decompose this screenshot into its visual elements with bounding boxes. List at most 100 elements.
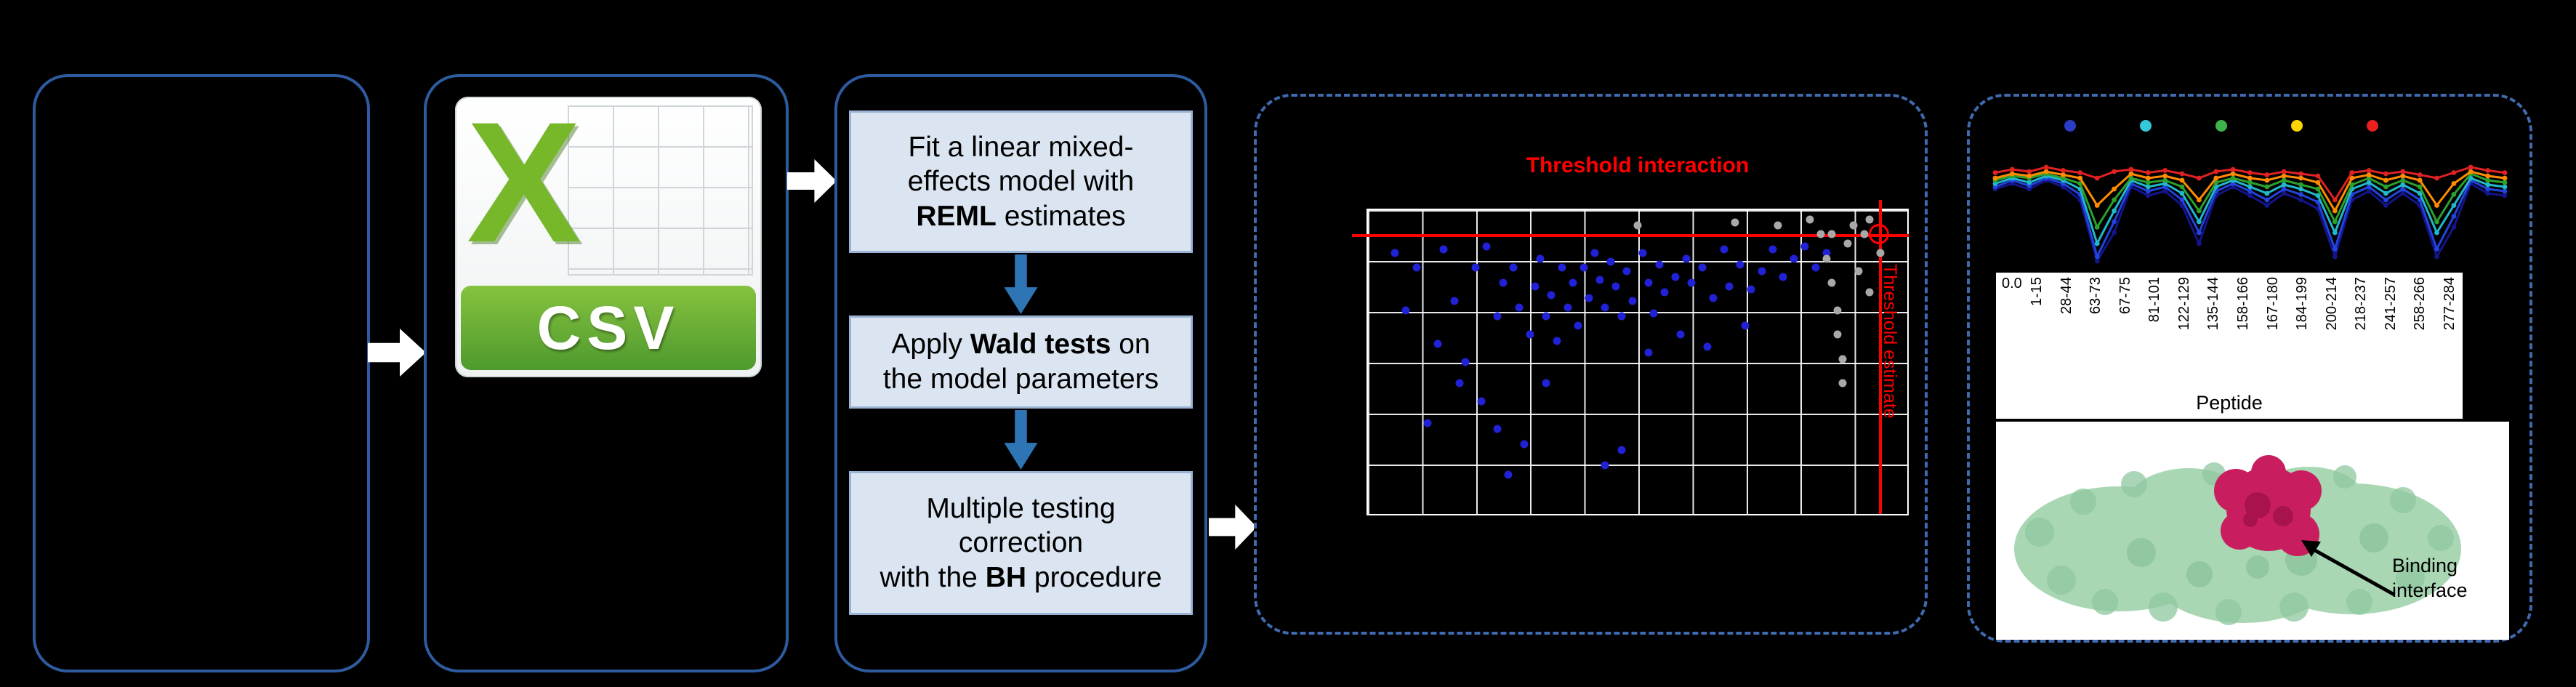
scatter-point: [1606, 257, 1615, 266]
scatter-point: [1433, 340, 1442, 348]
series-marker: [2281, 177, 2287, 183]
series-marker: [2043, 164, 2049, 170]
step-text-bold: BH: [985, 561, 1027, 593]
peptide-tick-label: 1-15: [2029, 277, 2045, 307]
series-marker: [2128, 166, 2134, 172]
series-marker: [2179, 171, 2185, 177]
scatter-point: [1833, 306, 1842, 315]
peptide-tick-label: 200-214: [2323, 277, 2340, 331]
series-marker: [2162, 188, 2168, 194]
series-marker: [2298, 175, 2303, 181]
series-marker: [2094, 225, 2100, 230]
threshold-interaction-label: Threshold interaction: [1526, 153, 1750, 177]
series-marker: [2315, 180, 2321, 185]
series-marker: [2417, 184, 2423, 190]
series-marker: [2468, 164, 2474, 170]
series-marker: [2366, 168, 2372, 173]
scatter-point: [1736, 260, 1744, 269]
scatter-point: [1860, 230, 1869, 238]
series-marker: [2094, 258, 2100, 264]
scatter-point: [1838, 355, 1847, 363]
scatter-point: [1854, 267, 1863, 276]
scatter-point: [1493, 425, 1502, 433]
scatter-point: [1709, 294, 1718, 302]
peptide-tick-label: 122-129: [2175, 277, 2192, 331]
scatter-point: [1833, 330, 1842, 339]
peptide-tick-label: 218-237: [2353, 277, 2370, 331]
down-arrow-icon: [1004, 254, 1038, 314]
series-marker: [2451, 225, 2457, 230]
right-arrow-icon: [368, 329, 426, 377]
series-marker: [2247, 188, 2253, 194]
scatter-point: [1741, 321, 1750, 330]
series-marker: [2298, 171, 2303, 177]
series-marker: [2485, 177, 2491, 183]
series-marker: [2298, 197, 2303, 203]
series-marker: [2417, 177, 2423, 183]
scatter-point: [1515, 303, 1524, 312]
series-marker: [2247, 175, 2253, 181]
scatter-point: [1590, 249, 1599, 257]
series-marker: [2077, 181, 2083, 186]
series-marker: [2400, 186, 2406, 192]
step-wald-tests: Apply Wald tests on the model parameters: [849, 316, 1193, 409]
series-marker: [2502, 188, 2508, 194]
scatter-point: [1520, 440, 1529, 449]
y-axis-tick-label: 0.0: [2002, 276, 2022, 292]
series-marker: [2451, 203, 2457, 208]
scatter-point: [1553, 337, 1561, 345]
series-marker: [2128, 171, 2134, 177]
scatter-point: [1816, 230, 1825, 238]
step-text: with the: [880, 561, 986, 593]
scatter-point: [1720, 245, 1728, 254]
scatter-point: [1595, 276, 1604, 284]
legend-dot-icon: [2367, 120, 2378, 132]
scatter-point: [1649, 309, 1658, 318]
step-fit-model: Fit a linear mixed- effects model with R…: [849, 111, 1193, 253]
series-marker: [2077, 170, 2083, 175]
series-marker: [2264, 184, 2270, 190]
series-marker: [2332, 254, 2338, 260]
threshold-interaction-line: [1352, 234, 1909, 238]
series-marker: [2468, 169, 2474, 174]
series-marker: [2197, 175, 2202, 181]
series-marker: [2112, 197, 2117, 203]
step-multiple-testing: Multiple testing correction with the BH …: [849, 471, 1193, 615]
peptide-tick-label: 135-144: [2205, 277, 2222, 331]
scatter-point: [1569, 278, 1577, 287]
excel-x-icon: X: [467, 87, 581, 278]
step-text: Fit a linear mixed-: [908, 131, 1134, 163]
series-legend: [2064, 120, 2378, 132]
series-marker: [2162, 177, 2168, 183]
scatter-point: [1563, 303, 1572, 312]
series-marker: [2026, 180, 2032, 185]
peptide-tick-label: 241-257: [2382, 277, 2399, 331]
scatter-point: [1876, 249, 1885, 257]
binding-interface-caption: Binding interface: [2392, 554, 2516, 603]
scatter-point: [1423, 419, 1432, 427]
step-text: the model parameters: [882, 363, 1159, 395]
peptide-tick-label: 81-101: [2146, 277, 2163, 323]
step-text-bold: Wald tests: [970, 329, 1111, 361]
scatter-point: [1682, 254, 1691, 263]
series-marker: [2264, 172, 2270, 177]
series-marker: [2485, 190, 2491, 196]
scatter-point: [1655, 260, 1664, 269]
scatter-point: [1450, 297, 1459, 305]
kinetics-line-chart: [1992, 164, 2508, 264]
series-marker: [2061, 172, 2066, 177]
series-marker: [2502, 184, 2508, 190]
peptide-tick-label: 184-199: [2294, 277, 2311, 331]
scatter-point: [1758, 267, 1766, 276]
scatter-point: [1542, 312, 1550, 321]
step-text: procedure: [1026, 561, 1162, 593]
series-marker: [2383, 203, 2388, 208]
spreadsheet-grid-icon: [567, 105, 753, 276]
scatter-point: [1493, 312, 1502, 321]
series-marker: [2366, 184, 2372, 190]
scatter-point: [1687, 278, 1696, 287]
series-marker: [2264, 190, 2270, 196]
series-marker: [1992, 175, 1998, 181]
scatter-point: [1822, 249, 1831, 257]
